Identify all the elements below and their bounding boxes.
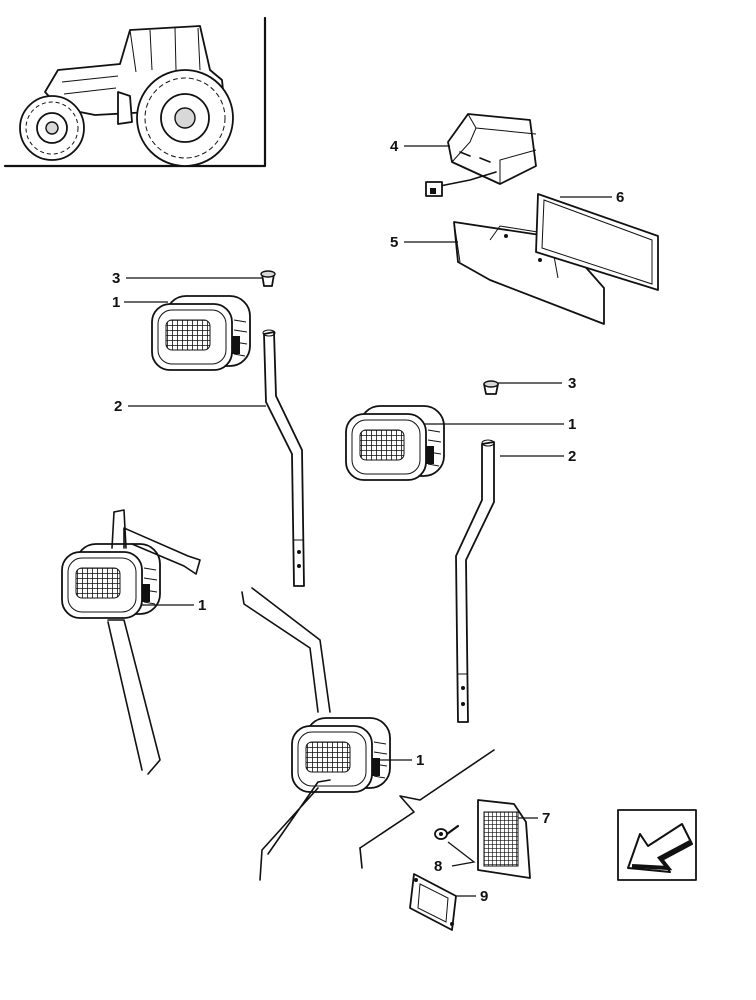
- callout-6: 6: [616, 189, 624, 206]
- mounted-arm-left: [107, 509, 201, 775]
- callout-3a: 3: [112, 270, 120, 287]
- screw-8: [434, 824, 460, 840]
- plate-9: [409, 873, 457, 931]
- bracket-arm-2b: [455, 439, 495, 723]
- work-lamp-1c: [61, 543, 161, 619]
- callout-9: 9: [480, 888, 488, 905]
- callout-5: 5: [390, 234, 398, 251]
- cap-3a: [260, 270, 276, 287]
- callout-1b: 1: [568, 416, 576, 433]
- callout-4: 4: [390, 138, 399, 155]
- tractor-inset: [3, 16, 267, 168]
- lens-panel-6: [535, 193, 659, 291]
- work-lamp-1d: [291, 717, 391, 793]
- callout-1c: 1: [198, 597, 206, 614]
- work-lamp-1b: [345, 405, 445, 481]
- callout-7: 7: [542, 810, 550, 827]
- callout-2a: 2: [114, 398, 122, 415]
- reflector-7: [477, 799, 531, 879]
- callout-8: 8: [434, 858, 442, 875]
- cap-3b: [483, 380, 499, 395]
- bracket-arm-2a: [262, 329, 305, 587]
- mounted-arm-right: [241, 587, 331, 881]
- callout-1a: 1: [112, 294, 120, 311]
- arrow-down-left-icon: [617, 809, 697, 881]
- callout-2b: 2: [568, 448, 576, 465]
- callout-labels: 3 1 2 4 5 6 3 1 2 1 1 7 8 9: [112, 138, 624, 905]
- work-lamp-1a: [151, 295, 251, 371]
- callout-1d: 1: [416, 752, 424, 769]
- cab-edge: [359, 749, 495, 869]
- callout-3b: 3: [568, 375, 576, 392]
- lamp-unit-4: [425, 113, 537, 197]
- leader-lines: [124, 145, 612, 897]
